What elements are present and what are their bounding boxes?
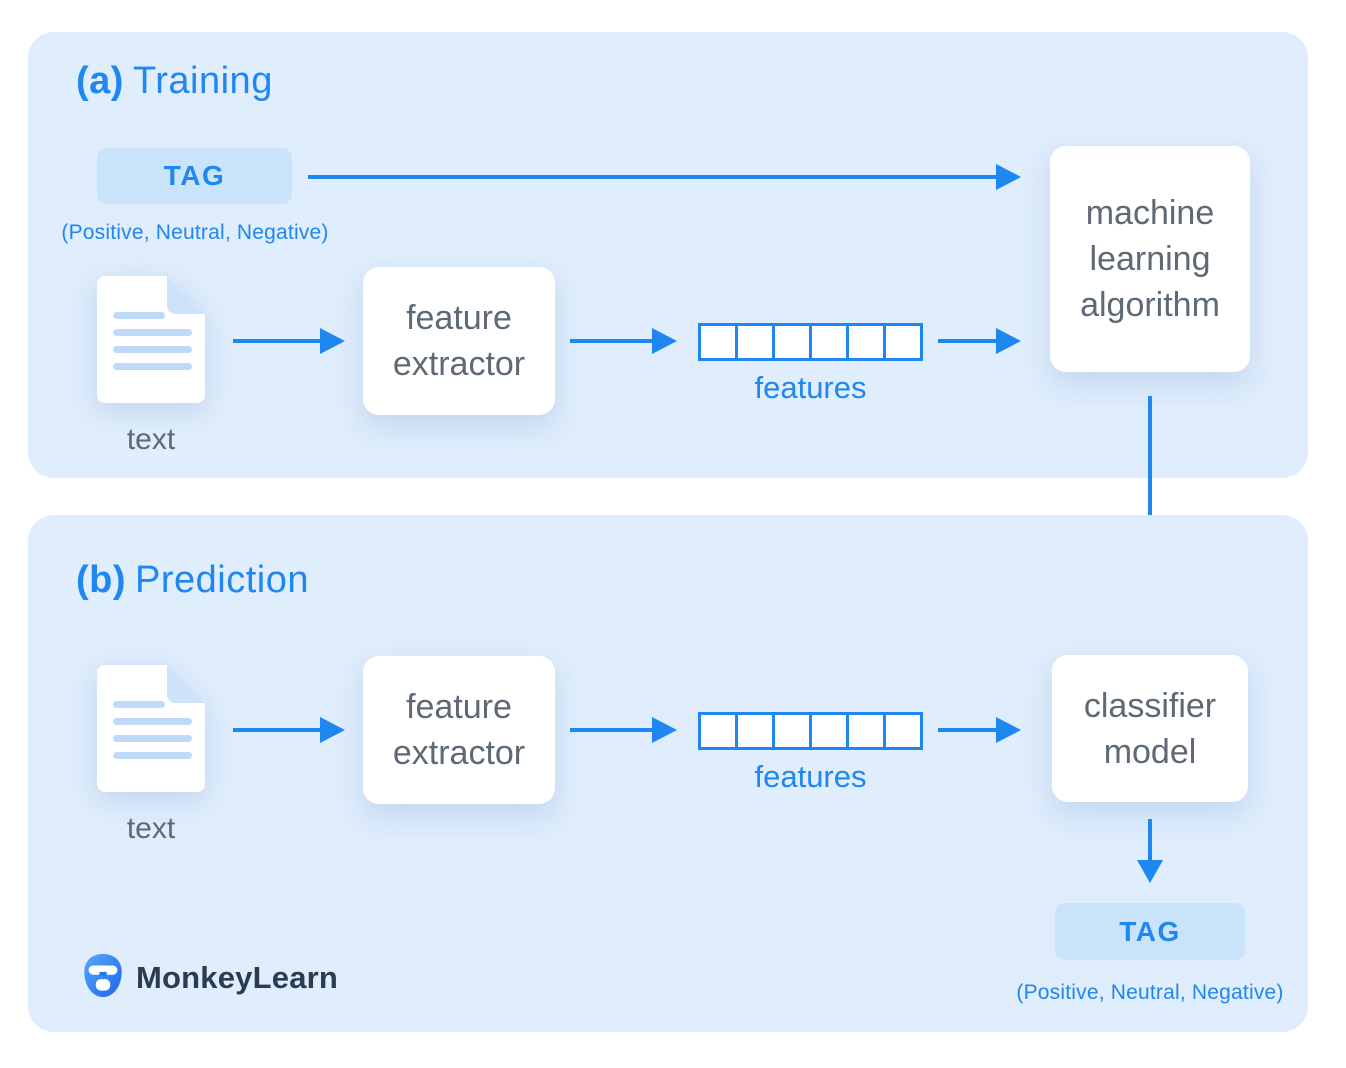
arrow-extractor-to-features-prediction [570,728,652,732]
features-strip-prediction [698,712,923,750]
training-title-prefix: (a) [76,60,124,102]
training-text-label: text [126,423,176,456]
arrow-text-to-extractor-prediction [233,728,320,732]
feature-extractor-label-prediction: feature extractor [392,688,526,772]
ml-algorithm-box: machine learning algorithm [1050,146,1250,372]
feature-extractor-box-training: feature extractor [363,267,555,415]
feature-cell [772,712,812,750]
monkeylearn-logo-icon [84,953,122,998]
feature-cell [883,323,923,361]
training-title-text: Training [132,60,273,102]
features-label-prediction: features [754,759,867,794]
prediction-title: (b)Prediction [76,559,309,602]
prediction-text-label: text [126,812,176,845]
training-tag-box: TAG [97,148,292,204]
ml-algorithm-label: machine learning algorithm [1080,194,1220,324]
feature-cell [846,712,886,750]
prediction-title-prefix: (b) [76,559,127,601]
feature-cell [735,712,775,750]
arrow-text-to-extractor-training [233,339,320,343]
arrow-classifier-to-tag [1148,819,1152,860]
feature-cell [698,712,738,750]
feature-cell [772,323,812,361]
feature-extractor-box-prediction: feature extractor [363,656,555,804]
classifier-model-box: classifier model [1052,655,1248,802]
feature-cell [809,323,849,361]
features-label-training: features [754,370,867,405]
arrow-features-to-classifier [938,728,996,732]
training-tag-options: (Positive, Neutral, Negative) [61,221,329,244]
prediction-tag-options: (Positive, Neutral, Negative) [1016,981,1284,1004]
feature-cell [735,323,775,361]
prediction-tag-box: TAG [1055,903,1245,960]
monkeylearn-wordmark: MonkeyLearn [136,960,339,995]
arrow-tag-to-algorithm [308,175,996,179]
prediction-tag-label: TAG [1119,915,1181,947]
prediction-title-text: Prediction [135,559,310,601]
arrow-extractor-to-features-training [570,339,652,343]
arrow-algorithm-to-classifier [1148,396,1152,588]
document-icon [97,665,205,792]
feature-cell [883,712,923,750]
feature-cell [846,323,886,361]
classifier-model-label: classifier model [1083,686,1217,771]
training-tag-label: TAG [163,160,226,191]
features-strip-training [698,323,923,361]
feature-extractor-label-training: feature extractor [392,299,526,383]
document-icon [97,276,205,403]
feature-cell [698,323,738,361]
training-title: (a)Training [76,60,273,103]
arrow-features-to-algorithm [938,339,996,343]
feature-cell [809,712,849,750]
